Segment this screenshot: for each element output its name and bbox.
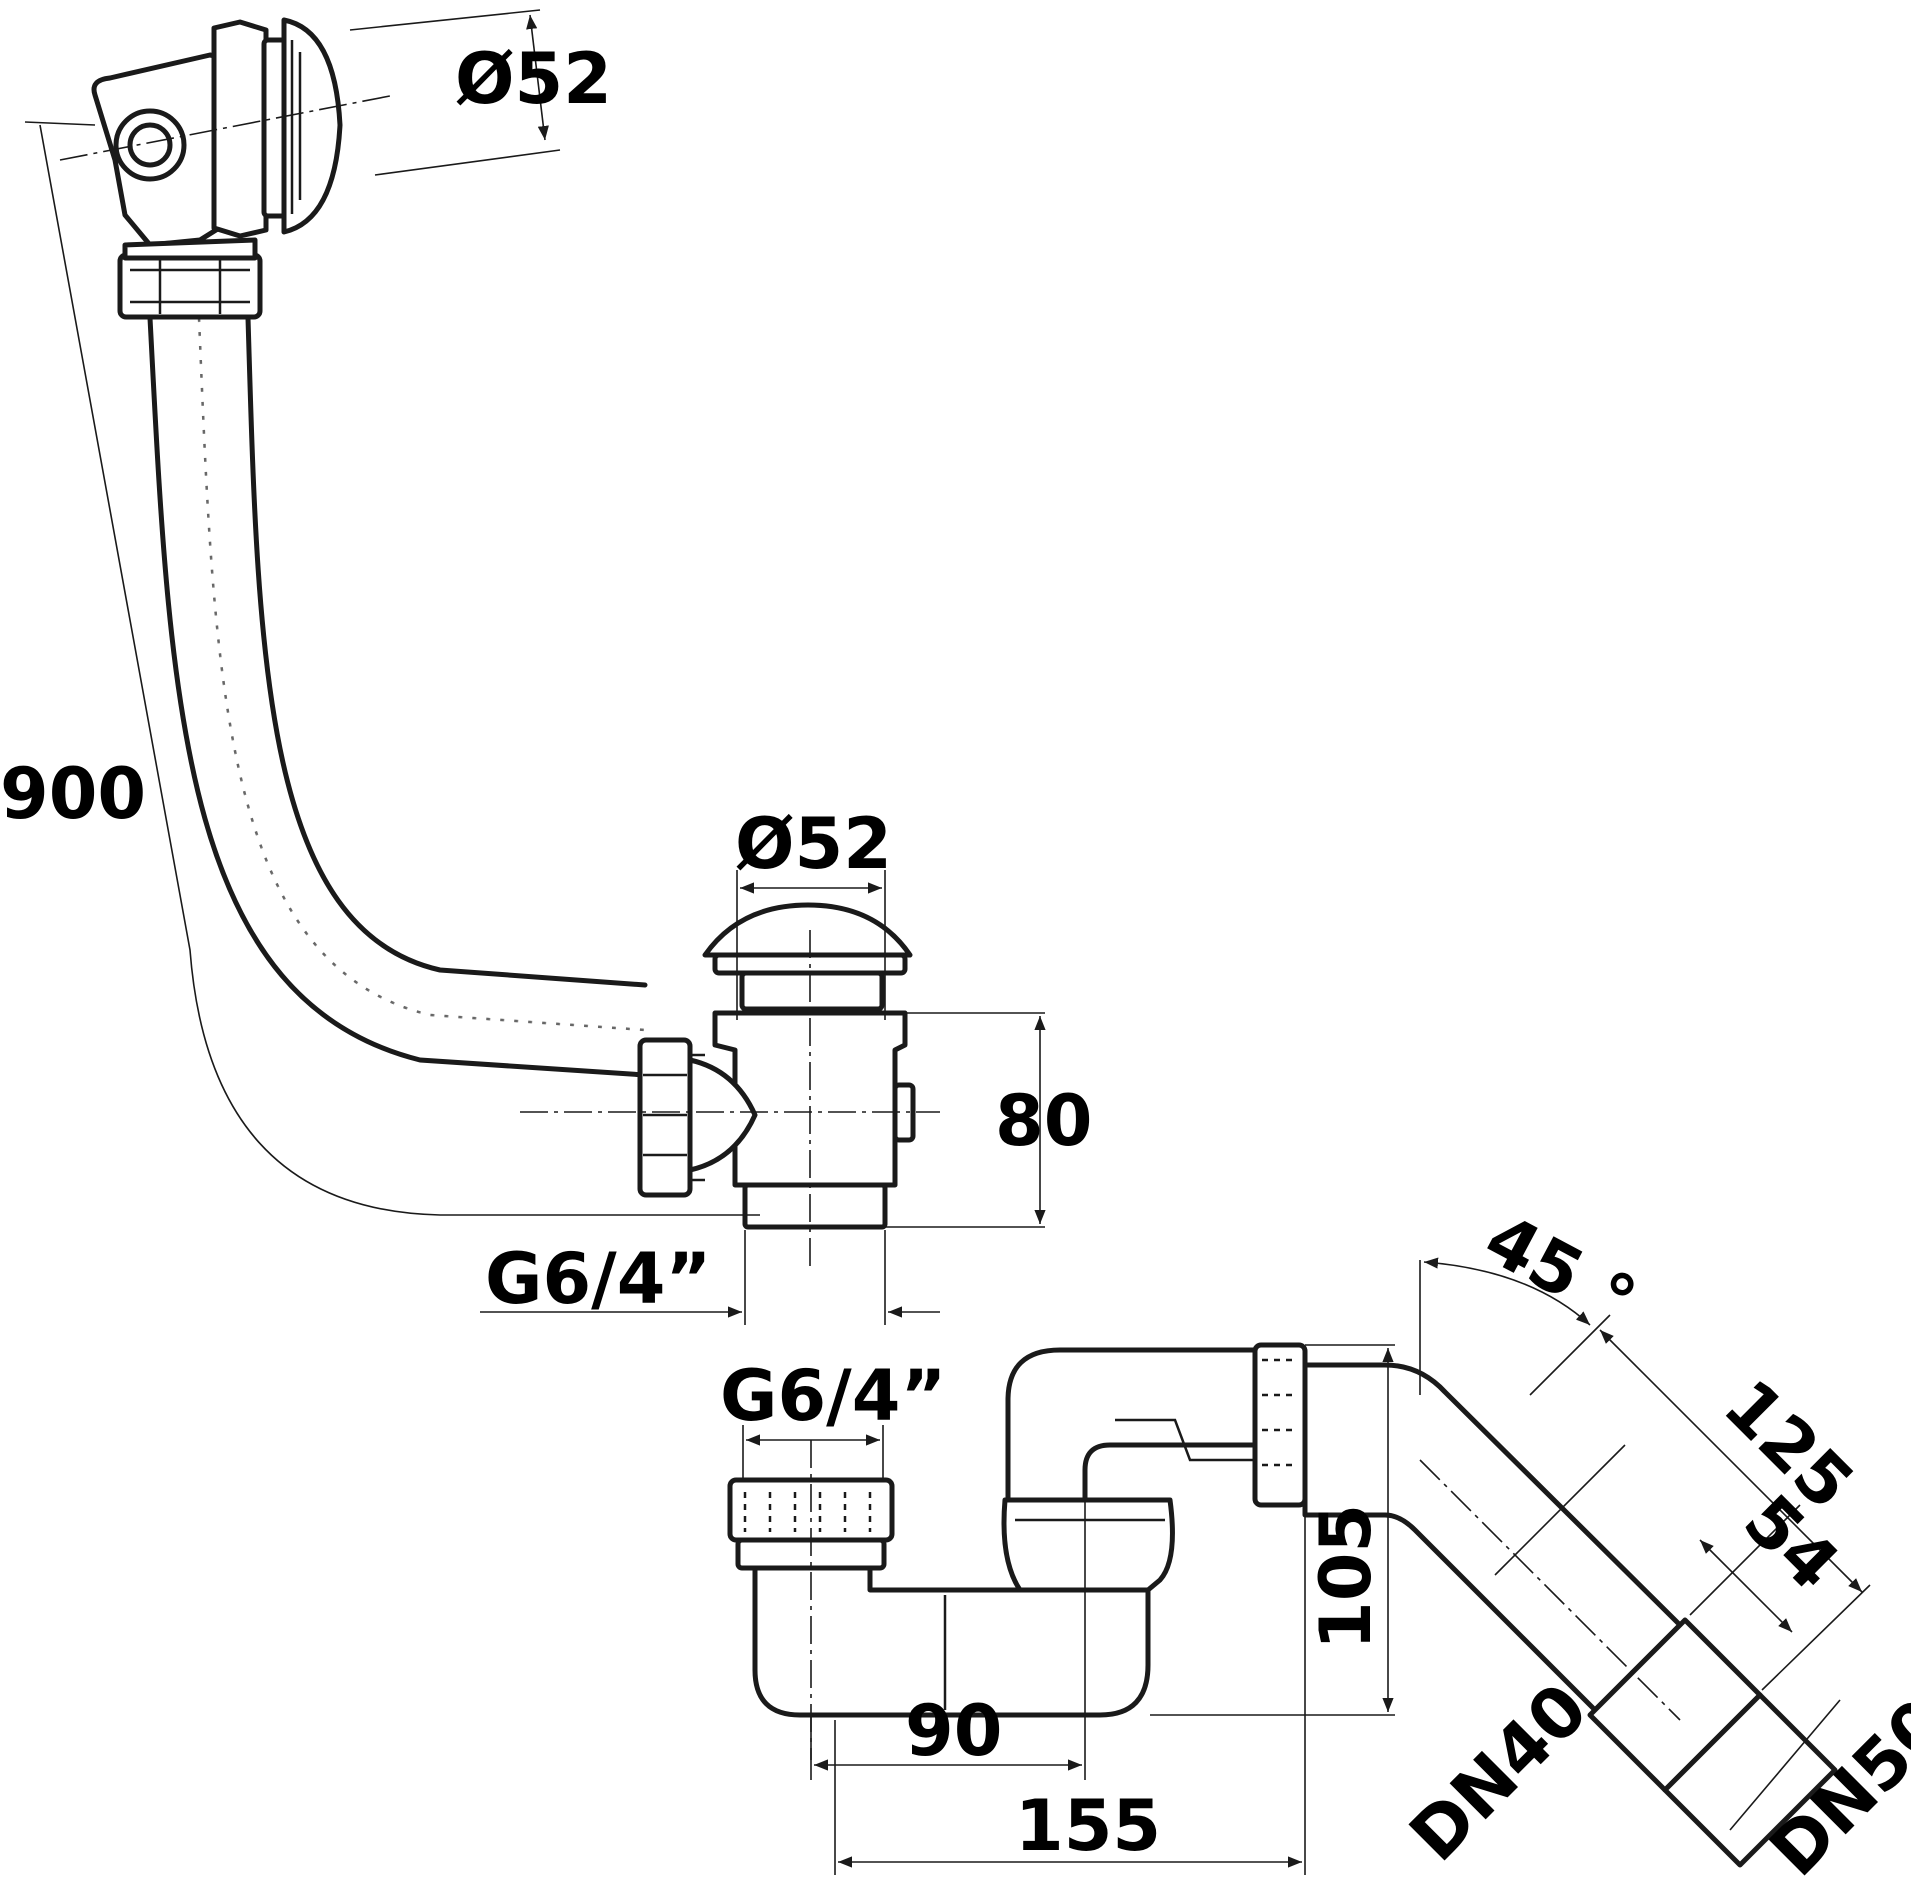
- label-outlet-angle: 45 °: [1472, 1198, 1649, 1344]
- label-trap-thread: G6/4”: [720, 1355, 946, 1437]
- label-waste-diameter: Ø52: [735, 803, 892, 885]
- overflow-head: [91, 17, 343, 320]
- label-waste-height: 80: [995, 1080, 1092, 1162]
- waste-body: [520, 902, 940, 1270]
- trap-assembly: [727, 1342, 1838, 1868]
- label-hose-length: 900: [0, 753, 146, 835]
- label-trap-height: 105: [1305, 1504, 1387, 1650]
- flexible-hose: [147, 315, 648, 1078]
- label-trap-offset: 90: [905, 1690, 1002, 1772]
- label-trap-length: 155: [1015, 1785, 1161, 1867]
- label-overflow-diameter: Ø52: [455, 38, 612, 120]
- label-waste-thread: G6/4”: [485, 1238, 711, 1320]
- label-outlet-dn-small: DN40: [1394, 1668, 1603, 1877]
- dimension-lines: [24, 9, 1871, 1875]
